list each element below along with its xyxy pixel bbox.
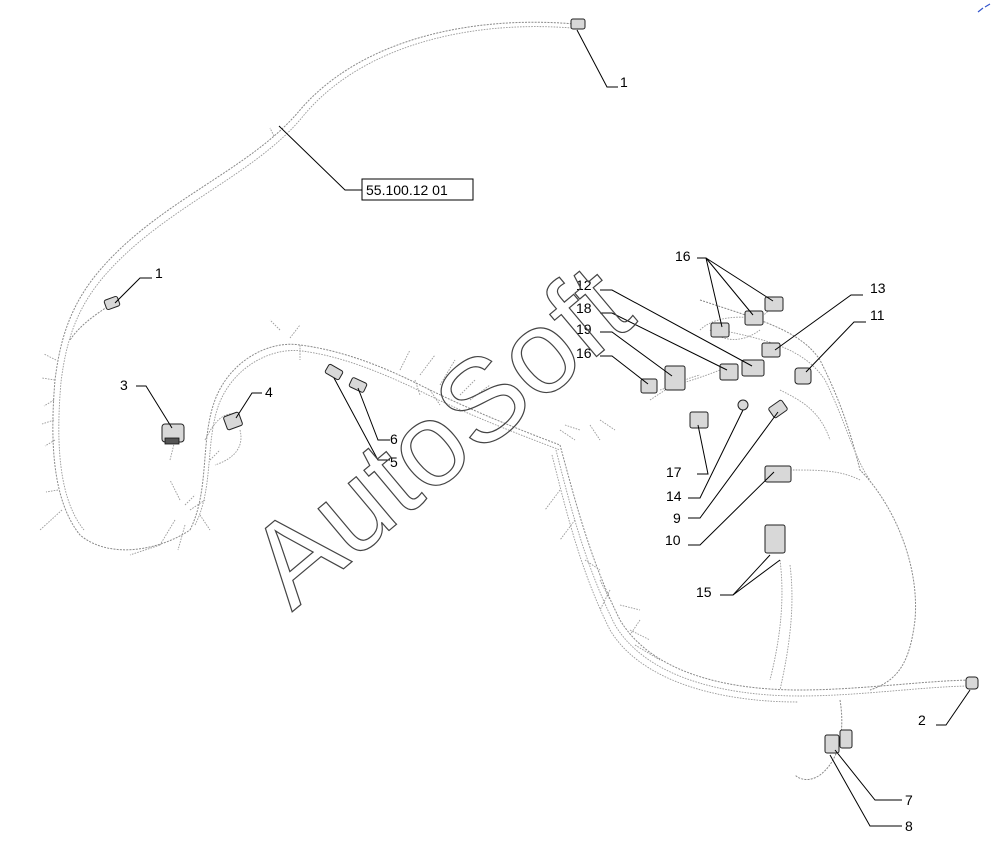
connector-10 [764,465,792,483]
connector-7 [839,729,853,749]
connector-4 [223,411,243,431]
connector-16-left [640,378,658,394]
callout-18: 18 [576,300,592,316]
callout-10: 10 [665,532,681,548]
callout-17: 17 [666,464,682,480]
reference-label-text: 55.100.12 01 [366,182,448,198]
connector-1-left [103,295,121,311]
connector-2 [965,676,979,690]
callout-14: 14 [666,488,682,504]
connector-16-c [764,296,784,312]
connector-6 [348,377,368,393]
connector-9 [768,399,788,419]
connector-8 [824,734,840,754]
callout-19: 19 [576,321,592,337]
callout-8: 8 [905,818,913,834]
watermark-text: AutoSoft [224,240,656,632]
callout-9: 9 [673,510,681,526]
callout-16-left: 16 [576,345,592,361]
connectors [103,18,979,754]
callout-13: 13 [870,280,886,296]
corner-mark-icon [977,3,991,13]
connector-16-b [744,310,764,326]
callout-4: 4 [265,384,273,400]
connector-13 [761,342,781,358]
reference-label: 55.100.12 01 [361,178,474,201]
callout-1-top: 1 [620,74,628,90]
callout-3: 3 [120,377,128,393]
callout-6: 6 [390,431,398,447]
reference-label-box [361,178,474,201]
connector-16-a [710,322,730,338]
connector-15 [764,524,786,554]
connector-1-top [570,18,586,30]
callout-1-left: 1 [155,265,163,281]
callout-16-top: 16 [675,248,691,264]
callout-11: 11 [870,307,885,323]
callout-5: 5 [390,454,398,470]
connector-18 [719,363,739,381]
callout-15: 15 [696,584,712,600]
connector-5 [324,363,344,381]
callout-numbers: 1 1 2 3 4 5 6 7 8 9 10 11 12 13 14 15 16… [120,74,926,834]
callout-12: 12 [576,277,592,293]
callout-2: 2 [918,712,926,728]
wiring-harness [39,21,976,780]
leader-lines [114,29,971,827]
connector-11 [794,367,812,385]
callout-7: 7 [905,792,913,808]
connector-3-detail [164,437,180,445]
connector-19 [664,365,686,391]
connector-17 [689,411,709,429]
connector-14 [737,399,749,411]
